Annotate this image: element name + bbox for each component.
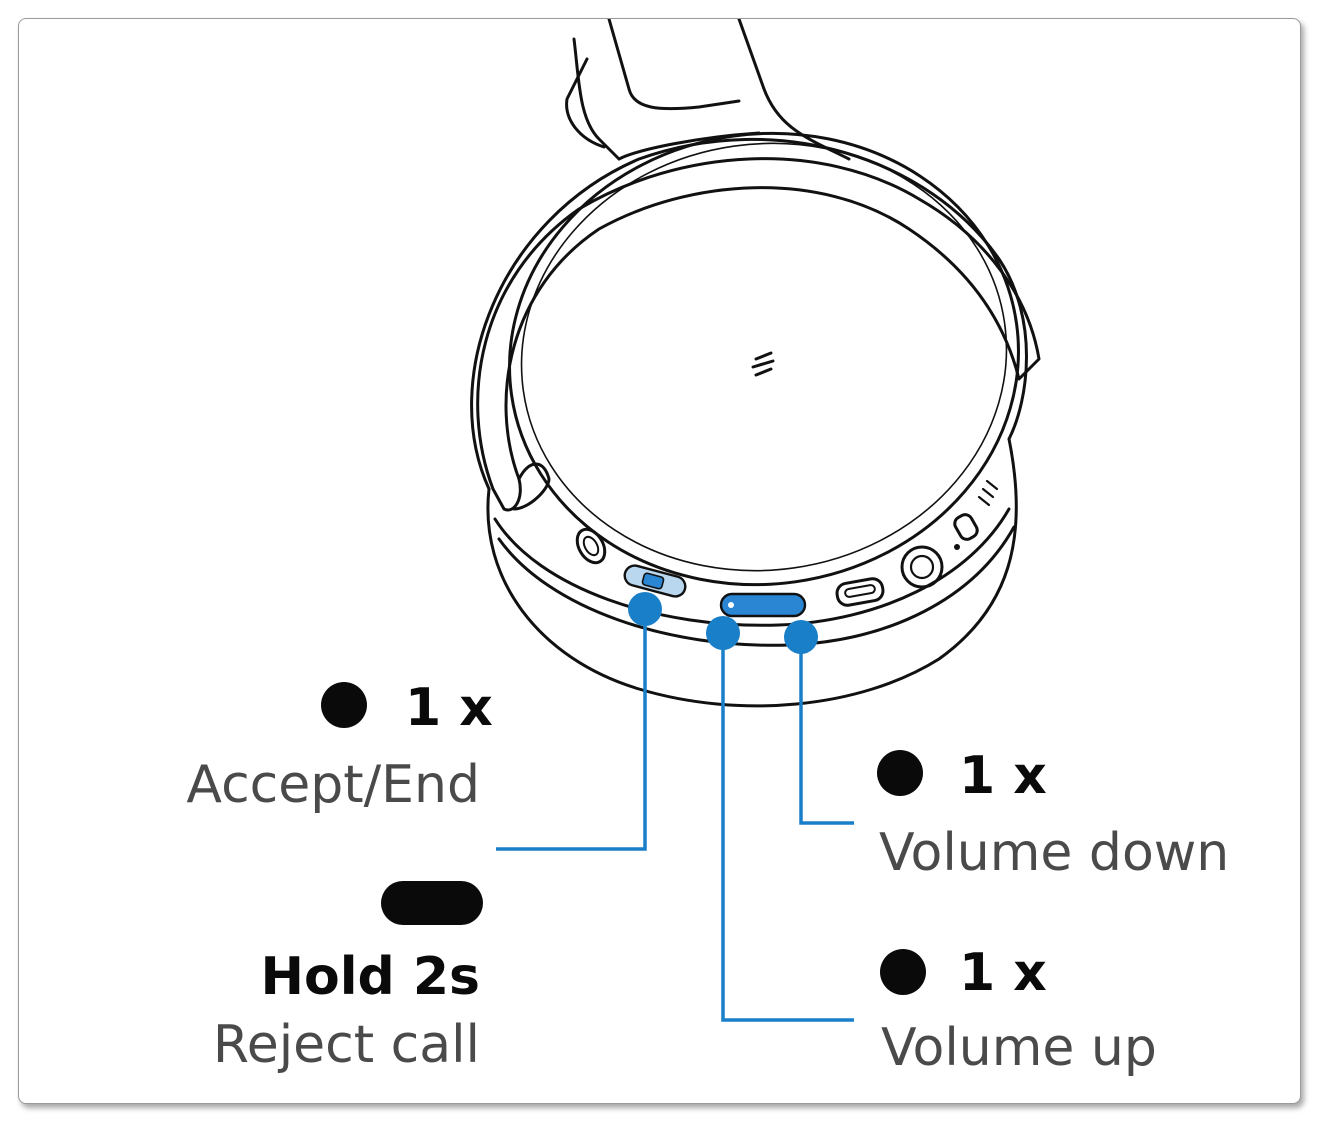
accept-end-count: 1 x [405, 678, 493, 738]
reject-hold-duration: Hold 2s [260, 947, 480, 1007]
callout-line-volume-up [721, 634, 854, 1022]
side-button-right [953, 513, 979, 541]
callout-line-volume-down [799, 636, 854, 825]
volume-down-count: 1 x [959, 746, 1047, 806]
diagram-card: 1 x Accept/End Hold 2s Reject call 1 x V… [18, 18, 1301, 1104]
volume-button [719, 592, 807, 618]
brand-logo-icon [751, 351, 775, 377]
callout-dot-volume-down [784, 620, 818, 654]
earcup-outer [470, 137, 1028, 491]
filled-dot-icon [877, 750, 923, 796]
earcup-face [508, 131, 1020, 587]
headphone-illustration [321, 19, 1041, 1022]
headband [572, 37, 621, 161]
filled-dot-icon [880, 949, 926, 995]
audio-jack [900, 545, 944, 589]
volume-up-label: Volume up [881, 1018, 1157, 1078]
volume-down-label: Volume down [879, 823, 1230, 883]
side-button-left [575, 527, 607, 565]
filled-dot-icon [321, 682, 367, 728]
pill-bar-icon [381, 881, 483, 925]
volume-up-count: 1 x [959, 943, 1047, 1003]
callout-line-accept [496, 609, 647, 851]
accept-end-label: Accept/End [186, 755, 480, 815]
callout-dot-accept [628, 592, 662, 626]
usb-port [835, 577, 885, 607]
callout-dot-volume-up [706, 616, 740, 650]
reject-call-label: Reject call [212, 1015, 480, 1075]
